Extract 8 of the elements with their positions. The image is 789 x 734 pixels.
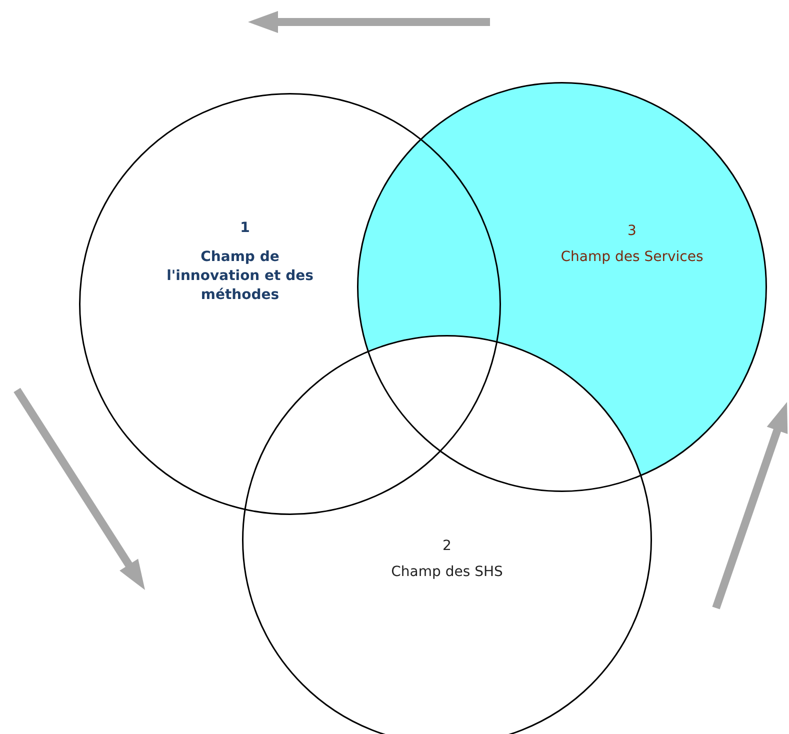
region-label: Champ des SHS bbox=[390, 563, 504, 582]
venn-circle bbox=[79, 93, 501, 515]
region-number: 2 bbox=[442, 537, 452, 556]
region-label: Champ des Services bbox=[560, 248, 704, 267]
region-number: 3 bbox=[628, 222, 636, 241]
venn-circle bbox=[357, 82, 767, 492]
region-number: 1 bbox=[240, 219, 250, 238]
region-label: Champ de l'innovation et des méthodes bbox=[166, 248, 314, 305]
